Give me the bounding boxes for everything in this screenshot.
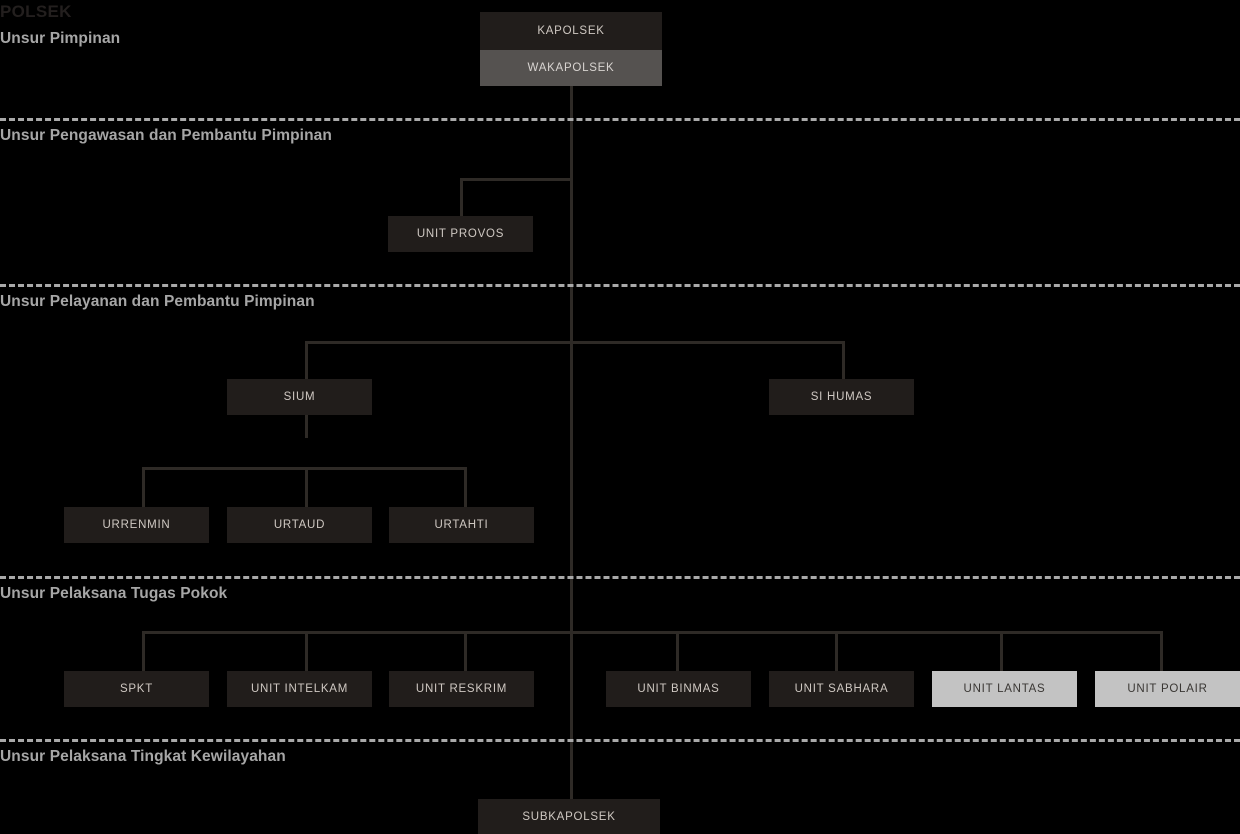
node-unit-intelkam[interactable]: UNIT INTELKAM	[227, 671, 372, 707]
divider-pelayanan	[0, 284, 1240, 287]
node-sium[interactable]: SIUM	[227, 379, 372, 415]
connector-v-spkt	[142, 631, 145, 671]
node-unit-lantas[interactable]: UNIT LANTAS	[932, 671, 1077, 707]
section-label-kewilayahan: Unsur Pelaksana Tingkat Kewilayahan	[0, 748, 286, 765]
section-label-pelaksana: Unsur Pelaksana Tugas Pokok	[0, 585, 228, 602]
connector-v-urtahti	[464, 467, 467, 507]
connector-v-unit-lantas	[1000, 631, 1003, 671]
node-unit-reskrim[interactable]: UNIT RESKRIM	[389, 671, 534, 707]
node-unit-provos[interactable]: UNIT PROVOS	[388, 216, 533, 252]
node-unit-sabhara[interactable]: UNIT SABHARA	[769, 671, 914, 707]
connector-v-provos	[460, 178, 463, 216]
node-spkt[interactable]: SPKT	[64, 671, 209, 707]
page-title: POLSEK	[0, 2, 72, 21]
connector-h-pelaksana-row	[142, 631, 1162, 634]
connector-v-unit-intelkam	[305, 631, 308, 671]
node-urtahti[interactable]: URTAHTI	[389, 507, 534, 543]
section-label-pimpinan: Unsur Pimpinan	[0, 30, 121, 47]
trunk-connector-main	[570, 86, 573, 800]
connector-v-unit-binmas	[676, 631, 679, 671]
section-label-pelayanan: Unsur Pelayanan dan Pembantu Pimpinan	[0, 293, 315, 310]
connector-v-urrenmin	[142, 467, 145, 507]
node-unit-binmas[interactable]: UNIT BINMAS	[606, 671, 751, 707]
connector-v-unit-polair	[1160, 631, 1163, 671]
connector-v-urtaud	[305, 467, 308, 507]
divider-pelaksana	[0, 576, 1240, 579]
node-kapolsek[interactable]: KAPOLSEK	[480, 12, 662, 50]
node-si-humas[interactable]: SI HUMAS	[769, 379, 914, 415]
node-urtaud[interactable]: URTAUD	[227, 507, 372, 543]
connector-v-unit-reskrim	[464, 631, 467, 671]
connector-v-sihumas	[842, 341, 845, 379]
connector-h-ur-row	[142, 467, 467, 470]
connector-v-unit-sabhara	[835, 631, 838, 671]
section-label-pengawasan: Unsur Pengawasan dan Pembantu Pimpinan	[0, 127, 332, 144]
divider-pengawasan	[0, 118, 1240, 121]
connector-h-sium-humas	[305, 341, 845, 344]
divider-kewilayahan	[0, 739, 1240, 742]
connector-h-provos	[460, 178, 573, 181]
node-unit-polair[interactable]: UNIT POLAIR	[1095, 671, 1240, 707]
node-subkapolsek[interactable]: SUBKAPOLSEK	[478, 799, 660, 834]
node-wakapolsek[interactable]: WAKAPOLSEK	[480, 50, 662, 86]
node-urrenmin[interactable]: URRENMIN	[64, 507, 209, 543]
